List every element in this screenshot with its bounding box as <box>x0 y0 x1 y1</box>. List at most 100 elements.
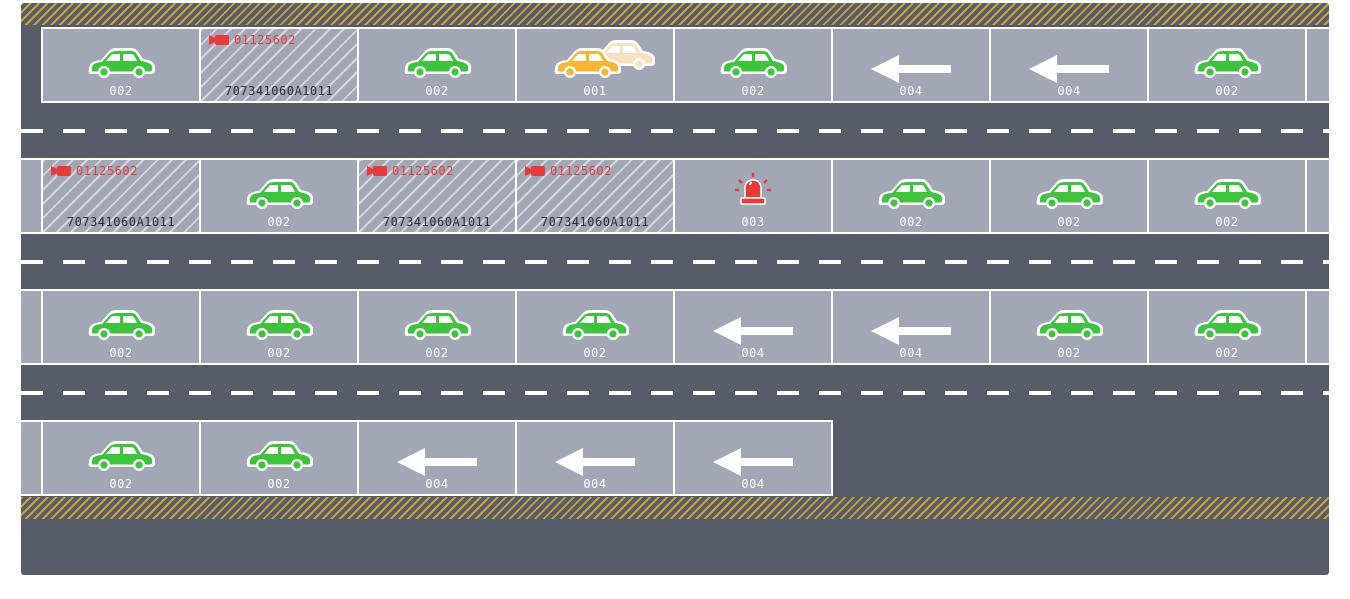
left-arrow-icon <box>991 49 1147 89</box>
space-code: 002 <box>109 346 133 360</box>
plate-number: 707341060A1011 <box>382 215 492 229</box>
parking-row: 002 002 002 002 004 004 002 002 <box>21 289 1329 365</box>
left-arrow-icon <box>517 442 673 482</box>
parking-space[interactable]: 004 <box>673 420 833 496</box>
parking-space[interactable]: 004 <box>989 27 1149 103</box>
space-code: 002 <box>1215 215 1239 229</box>
parking-space[interactable]: 002 <box>1147 27 1307 103</box>
camera-id: 01125602 <box>392 164 454 178</box>
plate-number: 707341060A1011 <box>540 215 650 229</box>
hazard-stripe-bottom <box>21 497 1329 519</box>
car-icon <box>833 174 989 214</box>
parking-row: 01125602 707341060A1011 002 01125602 7073410… <box>21 158 1329 234</box>
space-code: 002 <box>425 346 449 360</box>
space-code: 002 <box>899 215 923 229</box>
plate-number: 707341060A1011 <box>66 215 176 229</box>
parking-space-edge <box>21 289 43 365</box>
parking-space[interactable]: 002 <box>41 27 201 103</box>
parking-space[interactable]: 004 <box>357 420 517 496</box>
parking-space[interactable]: 002 <box>357 27 517 103</box>
camera-id: 01125602 <box>550 164 612 178</box>
space-code: 002 <box>109 477 133 491</box>
parking-row: 002 002 004 004 004 <box>21 420 1329 496</box>
space-code: 004 <box>899 84 923 98</box>
parking-space[interactable]: 003 <box>673 158 833 234</box>
car-icon <box>517 305 673 345</box>
space-code: 003 <box>741 215 765 229</box>
car-icon <box>1149 43 1305 83</box>
car-icon <box>43 436 199 476</box>
left-arrow-icon <box>833 49 989 89</box>
hazard-stripe-top <box>21 3 1329 25</box>
space-code: 002 <box>1215 84 1239 98</box>
car-icon <box>675 43 831 83</box>
space-code: 002 <box>741 84 765 98</box>
parking-space[interactable]: 002 <box>199 158 359 234</box>
parking-space[interactable]: 002 <box>515 289 675 365</box>
left-arrow-icon <box>675 442 831 482</box>
space-code: 002 <box>425 84 449 98</box>
space-code: 002 <box>1057 346 1081 360</box>
camera-label: 01125602 <box>525 164 612 178</box>
car-icon <box>201 305 357 345</box>
parking-space[interactable]: 002 <box>41 420 201 496</box>
space-code: 002 <box>1057 215 1081 229</box>
space-code: 004 <box>741 346 765 360</box>
parking-space-edge <box>1305 289 1329 365</box>
camera-icon <box>367 165 392 177</box>
parking-space[interactable]: 002 <box>989 289 1149 365</box>
camera-icon <box>525 165 550 177</box>
parking-space-edge <box>1305 27 1329 103</box>
left-arrow-icon <box>359 442 515 482</box>
parking-space[interactable]: 002 <box>831 158 991 234</box>
space-code: 004 <box>425 477 449 491</box>
parking-space-edge <box>21 420 43 496</box>
parking-space[interactable]: 002 <box>199 289 359 365</box>
space-code: 002 <box>583 346 607 360</box>
double-car-icon <box>517 40 673 83</box>
left-arrow-icon <box>833 311 989 351</box>
parking-space[interactable]: 002 <box>1147 158 1307 234</box>
space-code: 004 <box>583 477 607 491</box>
camera-icon <box>209 34 234 46</box>
left-arrow-icon <box>675 311 831 351</box>
car-icon <box>43 305 199 345</box>
parking-space[interactable]: 01125602 707341060A1011 <box>515 158 675 234</box>
camera-label: 01125602 <box>51 164 138 178</box>
car-icon <box>991 174 1147 214</box>
space-code: 002 <box>1215 346 1239 360</box>
camera-id: 01125602 <box>234 33 296 47</box>
parking-space[interactable]: 001 <box>515 27 675 103</box>
car-icon <box>201 174 357 214</box>
parking-space[interactable]: 004 <box>673 289 833 365</box>
space-code: 002 <box>267 477 291 491</box>
car-icon <box>43 43 199 83</box>
car-icon <box>1149 174 1305 214</box>
parking-lot-map: 002 01125602 707341060A1011 002 001 002 004 004… <box>21 3 1329 575</box>
parking-space[interactable]: 01125602 707341060A1011 <box>357 158 517 234</box>
car-icon <box>201 436 357 476</box>
parking-space[interactable]: 002 <box>41 289 201 365</box>
lane-divider <box>21 260 1329 264</box>
lane-divider <box>21 391 1329 395</box>
parking-space[interactable]: 004 <box>831 289 991 365</box>
space-code: 002 <box>109 84 133 98</box>
parking-space[interactable]: 004 <box>831 27 991 103</box>
parking-space[interactable]: 004 <box>515 420 675 496</box>
lane-divider <box>21 129 1329 133</box>
space-code: 002 <box>267 346 291 360</box>
parking-space-edge <box>21 158 43 234</box>
parking-space[interactable]: 01125602 707341060A1011 <box>41 158 201 234</box>
space-code: 004 <box>899 346 923 360</box>
camera-label: 01125602 <box>209 33 296 47</box>
space-code: 002 <box>267 215 291 229</box>
space-code: 004 <box>741 477 765 491</box>
parking-space[interactable]: 002 <box>199 420 359 496</box>
parking-space-edge <box>1305 158 1329 234</box>
car-icon <box>1149 305 1305 345</box>
parking-space[interactable]: 002 <box>673 27 833 103</box>
parking-space[interactable]: 002 <box>1147 289 1307 365</box>
parking-space[interactable]: 002 <box>989 158 1149 234</box>
parking-space[interactable]: 002 <box>357 289 517 365</box>
